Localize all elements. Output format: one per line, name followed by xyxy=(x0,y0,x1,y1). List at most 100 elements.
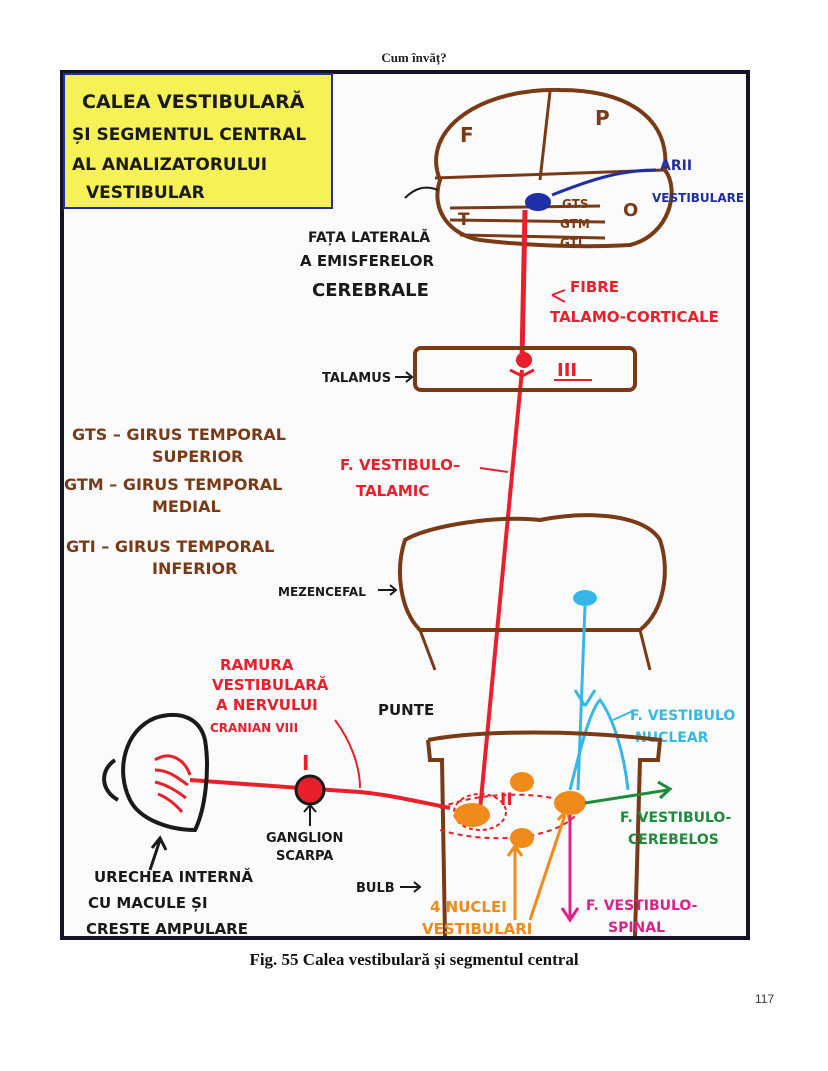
legend-gts-2: SUPERIOR xyxy=(152,447,243,466)
roman-iii: III xyxy=(557,360,577,381)
ramura-label-1: RAMURA xyxy=(220,656,294,674)
thalamus-outline xyxy=(413,346,637,392)
vestibular-nerve-fiber xyxy=(189,778,451,810)
title-frame xyxy=(63,73,333,209)
legend-gtm-1: GTM – GIRUS TEMPORAL xyxy=(64,475,282,494)
fibre-label-2: TALAMO-CORTICALE xyxy=(550,308,719,326)
gyrus-gti-label: GTI xyxy=(560,236,582,250)
f-vestibulo-spinal-1: F. VESTIBULO- xyxy=(586,898,698,914)
arii-pointer xyxy=(551,168,657,197)
medulla-outline xyxy=(426,730,663,937)
gyrus-line-3 xyxy=(459,233,606,240)
midbrain-stem-right xyxy=(638,629,652,671)
legend-gtm-2: MEDIAL xyxy=(152,497,221,516)
f-vestibulo-talamic-1: F. VESTIBULO– xyxy=(340,456,460,474)
figure-caption: Fig. 55 Calea vestibulară și segmentul c… xyxy=(249,950,579,969)
page-number: 117 xyxy=(755,992,775,1006)
mezencefal-arrow xyxy=(378,584,398,596)
nucleus-4 xyxy=(554,791,586,815)
talamus-label: TALAMUS xyxy=(322,371,391,386)
gyrus-gtm-label: GTM xyxy=(560,217,590,231)
ganglion-label-2: SCARPA xyxy=(276,849,333,864)
title-highlight xyxy=(64,74,332,208)
figure-photo: CALEA VESTIBULARĂ ȘI SEGMENTUL CENTRAL A… xyxy=(60,70,750,940)
ear-nerve-endings xyxy=(154,754,192,813)
roman-ii: II xyxy=(500,790,513,810)
gyrus-line-1 xyxy=(449,204,601,210)
f-vestibulo-nuclear-1: F. VESTIBULO xyxy=(630,708,735,724)
gyrus-gts-label: GTS xyxy=(562,197,588,211)
lobe-p-label: P xyxy=(595,106,610,130)
nucleus-3 xyxy=(510,828,534,848)
figure-drawing: CALEA VESTIBULARĂ ȘI SEGMENTUL CENTRAL A… xyxy=(63,73,746,938)
title-line-3: AL ANALIZATORULUI xyxy=(72,155,267,175)
talamus-arrow xyxy=(395,371,414,383)
title-line-4: VESTIBULAR xyxy=(86,183,205,203)
ramura-label-2: VESTIBULARĂ xyxy=(212,675,329,694)
ramura-pointer xyxy=(334,719,361,789)
punte-label: PUNTE xyxy=(378,701,434,719)
midbrain-stem-left xyxy=(418,629,437,671)
thalamus-synapse-fork xyxy=(509,368,535,378)
lobe-f-label: F xyxy=(460,123,474,147)
lobe-t-label: T xyxy=(458,210,470,230)
f-vestibulo-cerebelos-1: F. VESTIBULO- xyxy=(620,810,732,826)
ramura-label-4: CRANIAN VIII xyxy=(210,721,298,735)
fata-label-2: A EMISFERELOR xyxy=(300,252,434,270)
talamo-cortical-fiber xyxy=(519,209,528,361)
mezencefal-label: MEZENCEFAL xyxy=(278,585,366,599)
ear-lobe xyxy=(102,758,120,802)
legend-gti-1: GTI – GIRUS TEMPORAL xyxy=(66,537,274,556)
nuclei-dashed-ring xyxy=(453,793,507,831)
vestibular-nuclei: II xyxy=(439,772,586,848)
nucleus-1 xyxy=(454,803,490,827)
brain-outline xyxy=(434,87,674,249)
urechea-label-3: CRESTE AMPULARE xyxy=(86,920,248,938)
urechea-label-2: CU MACULE ȘI xyxy=(88,894,208,912)
thalamus: III xyxy=(413,346,637,392)
fata-label-3: CEREBRALE xyxy=(312,280,429,301)
bulb-arrow xyxy=(400,881,422,893)
nuclei-label-2: VESTIBULARI xyxy=(422,920,532,938)
vestibular-area-spot xyxy=(525,193,551,211)
urechea-label-1: URECHEA INTERNĂ xyxy=(94,867,253,886)
ganglion-label-1: GANGLION xyxy=(266,831,343,846)
inner-ear xyxy=(102,713,209,833)
fibre-label-1: FIBRE xyxy=(570,278,619,296)
central-sulcus xyxy=(538,91,552,181)
ear-arrow xyxy=(148,835,168,871)
cyan-pointer xyxy=(612,709,636,721)
f-vestibulo-nuclear-2: NUCLEAR xyxy=(635,730,709,746)
thalamus-synapse xyxy=(516,352,532,368)
lobe-o-label: O xyxy=(623,200,638,221)
gyrus-line-2 xyxy=(449,218,606,224)
cyan-arrow xyxy=(573,689,597,707)
legend-gts-1: GTS – GIRUS TEMPORAL xyxy=(72,425,286,444)
ramura-label-3: A NERVULUI xyxy=(216,696,318,714)
f-vestibulo-talamic-pointer xyxy=(479,467,509,473)
title-line-2: ȘI SEGMENTUL CENTRAL xyxy=(72,125,306,145)
ear-shell xyxy=(121,713,209,833)
arii-label-2: VESTIBULARE xyxy=(652,191,744,205)
f-vestibulo-spinal-2: SPINAL xyxy=(608,920,665,936)
ganglion-scarpa xyxy=(294,774,326,806)
nucleus-2 xyxy=(510,772,534,792)
cyan-loop xyxy=(568,697,630,791)
orange-arrow-up xyxy=(506,843,524,920)
legend-gti-2: INFERIOR xyxy=(152,559,237,578)
cyan-nucleus xyxy=(573,590,597,606)
running-header: Cum învăț? xyxy=(381,50,447,65)
fata-label-1: FAȚA LATERALĂ xyxy=(308,228,430,246)
bulb-label: BULB xyxy=(356,881,395,896)
brain-lateral-view: F P O T GTS GTM GTI ARII VESTIBULARE xyxy=(434,87,744,250)
vestibulo-talamic-fiber xyxy=(478,369,524,811)
magenta-arrow xyxy=(560,815,580,923)
f-vestibulo-talamic-2: TALAMIC xyxy=(356,482,429,500)
roman-i: I xyxy=(302,751,309,775)
gyrus-legend: GTS – GIRUS TEMPORAL SUPERIOR GTM – GIRU… xyxy=(64,425,286,578)
title-line-1: CALEA VESTIBULARĂ xyxy=(82,89,305,113)
nuclei-label-1: 4 NUCLEI xyxy=(430,898,507,916)
f-vestibulo-cerebelos-2: CEREBELOS xyxy=(628,832,719,848)
fibre-arrow xyxy=(551,289,566,303)
title-box: CALEA VESTIBULARĂ ȘI SEGMENTUL CENTRAL A… xyxy=(63,73,333,209)
